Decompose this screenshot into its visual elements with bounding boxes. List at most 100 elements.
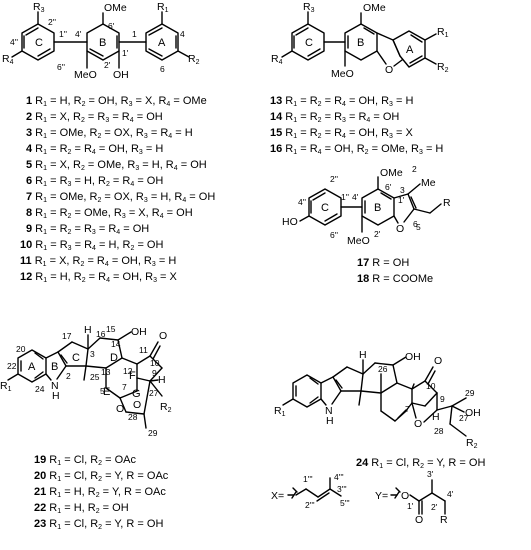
svg-text:3': 3' bbox=[427, 469, 434, 479]
svg-text:26: 26 bbox=[378, 364, 388, 374]
svg-text:E: E bbox=[103, 386, 110, 398]
svg-text:15: 15 bbox=[106, 324, 116, 334]
svg-text:9: 9 bbox=[152, 368, 157, 378]
svg-text:1': 1' bbox=[122, 48, 129, 58]
svg-text:6'': 6'' bbox=[330, 230, 338, 240]
svg-text:2: 2 bbox=[412, 164, 417, 174]
svg-text:14: 14 bbox=[111, 339, 121, 349]
svg-text:MeO: MeO bbox=[347, 235, 370, 247]
ring-label-c: C bbox=[35, 37, 43, 49]
svg-text:11: 11 bbox=[139, 345, 148, 355]
svg-text:OMe: OMe bbox=[363, 2, 386, 14]
svg-text:R1: R1 bbox=[274, 405, 286, 418]
svg-text:7 R1 = OMe, R2 = OX, R3 = H, R: 7 R1 = OMe, R2 = OX, R3 = H, R4 = OH bbox=[26, 191, 215, 204]
svg-text:R3: R3 bbox=[303, 1, 315, 14]
svg-text:2'': 2'' bbox=[48, 17, 56, 27]
svg-text:Me: Me bbox=[421, 177, 436, 189]
svg-text:3: 3 bbox=[90, 349, 95, 359]
svg-text:H: H bbox=[326, 415, 334, 427]
compound-list-1-12: 1 R1 = H, R2 = OH, R3 = X, R4 = OMe 2 R1… bbox=[20, 95, 215, 284]
ring-label-b: B bbox=[99, 37, 106, 49]
svg-text:5: 5 bbox=[416, 222, 421, 232]
svg-text:9 R1 = R2 = R3 = R4 = OH: 9 R1 = R2 = R3 = R4 = OH bbox=[26, 223, 149, 236]
svg-text:2: 2 bbox=[66, 371, 71, 381]
structure-indole-diterpenoid-left: R1 N H H OH O O bbox=[0, 324, 172, 438]
svg-text:F: F bbox=[129, 370, 136, 382]
svg-text:21 R1 = H, R2 = Y, R = OAc: 21 R1 = H, R2 = Y, R = OAc bbox=[34, 486, 166, 499]
svg-text:H: H bbox=[52, 390, 60, 402]
svg-text:R1: R1 bbox=[0, 380, 12, 393]
svg-text:16 R1 = R4 = OH, R2 = OMe, R3: 16 R1 = R4 = OH, R2 = OMe, R3 = H bbox=[270, 143, 443, 156]
svg-text:27: 27 bbox=[459, 413, 469, 423]
svg-text:OH: OH bbox=[465, 407, 481, 419]
svg-text:6: 6 bbox=[160, 64, 165, 74]
svg-text:HO: HO bbox=[282, 216, 298, 228]
svg-text:H: H bbox=[158, 374, 166, 386]
svg-text:2': 2' bbox=[374, 229, 381, 239]
svg-text:20: 20 bbox=[16, 344, 26, 354]
structure-dibenzofuran: O R3 R4 OMe R1 R2 MeO C B A bbox=[271, 1, 449, 80]
svg-text:H: H bbox=[432, 411, 440, 423]
svg-text:R2: R2 bbox=[437, 61, 449, 74]
svg-text:R: R bbox=[440, 514, 448, 526]
structure-terphenyl: R3 R4 OMe R1 R2 MeO OH C B A 2'' 4'' 1''… bbox=[2, 1, 200, 81]
svg-text:OMe: OMe bbox=[380, 167, 403, 179]
structure-indole-diterpenoid-right: R1 N H H OH 26 O bbox=[274, 349, 481, 450]
substituent-y: Y= O O R 3' 4' 1' 2' bbox=[375, 469, 454, 526]
svg-text:H: H bbox=[359, 349, 367, 361]
svg-text:N: N bbox=[325, 405, 333, 417]
svg-text:16: 16 bbox=[96, 329, 106, 339]
svg-text:3''': 3''' bbox=[337, 484, 347, 494]
compound-list-19-23: 19 R1 = Cl, R2 = OAc 20 R1 = Cl, R2 = Y,… bbox=[34, 454, 169, 531]
svg-text:29: 29 bbox=[465, 388, 475, 398]
svg-text:13 R1 = R2 = R4 = OH, R3 = H: 13 R1 = R2 = R4 = OH, R3 = H bbox=[270, 95, 413, 108]
label-r3: R3 bbox=[33, 1, 45, 14]
ring-label-a: A bbox=[158, 37, 166, 49]
label-r2: R2 bbox=[188, 53, 200, 66]
svg-text:2': 2' bbox=[104, 60, 111, 70]
svg-text:24 R1 = Cl, R2 = Y, R = OH: 24 R1 = Cl, R2 = Y, R = OH bbox=[356, 457, 485, 470]
svg-text:1': 1' bbox=[398, 195, 405, 205]
substituent-x: X= 1''' 4''' 3''' 2''' 5''' bbox=[271, 472, 350, 510]
svg-text:O: O bbox=[385, 64, 393, 76]
svg-text:14 R1 = R2 = R3 = R4 = OH: 14 R1 = R2 = R3 = R4 = OH bbox=[270, 111, 399, 124]
svg-text:B: B bbox=[51, 361, 58, 373]
svg-text:5 R1 = X, R2 = OMe, R3 = H, R4: 5 R1 = X, R2 = OMe, R3 = H, R4 = OH bbox=[26, 159, 207, 172]
svg-text:B: B bbox=[374, 202, 381, 214]
svg-text:1 R1 = H, R2 = OH, R3 = X, R4: 1 R1 = H, R2 = OH, R3 = X, R4 = OMe bbox=[26, 95, 207, 108]
svg-text:O: O bbox=[133, 399, 141, 411]
svg-text:D: D bbox=[110, 352, 118, 364]
label-oh: OH bbox=[113, 69, 129, 81]
svg-text:R: R bbox=[443, 197, 451, 209]
svg-text:H: H bbox=[84, 324, 92, 336]
svg-text:2''': 2''' bbox=[305, 500, 315, 510]
svg-text:O: O bbox=[159, 330, 167, 342]
compound-list-17-18: 17 R = OH 18 R = COOMe bbox=[357, 257, 433, 285]
svg-text:1'': 1'' bbox=[59, 29, 67, 39]
svg-text:O: O bbox=[401, 490, 409, 502]
svg-text:4': 4' bbox=[352, 192, 359, 202]
svg-text:3: 3 bbox=[400, 185, 405, 195]
svg-text:1: 1 bbox=[132, 29, 137, 39]
svg-text:A: A bbox=[406, 44, 414, 56]
svg-text:25: 25 bbox=[90, 372, 100, 382]
svg-text:6': 6' bbox=[108, 21, 115, 31]
svg-text:10: 10 bbox=[150, 358, 160, 368]
svg-text:27: 27 bbox=[149, 388, 159, 398]
svg-text:17 R = OH: 17 R = OH bbox=[357, 257, 409, 269]
svg-text:22 R1 = H, R2 = OH: 22 R1 = H, R2 = OH bbox=[34, 502, 129, 515]
svg-text:12 R1 = H, R2 = R4 = OH, R3 =: 12 R1 = H, R2 = R4 = OH, R3 = X bbox=[20, 271, 178, 284]
svg-text:O: O bbox=[396, 223, 404, 235]
label-r4: R4 bbox=[2, 53, 14, 66]
svg-text:1'': 1'' bbox=[341, 192, 349, 202]
compound-list-13-16: 13 R1 = R2 = R4 = OH, R3 = H 14 R1 = R2 … bbox=[270, 95, 443, 156]
svg-text:5: 5 bbox=[100, 386, 105, 396]
svg-text:X=: X= bbox=[271, 490, 284, 502]
svg-text:4': 4' bbox=[447, 489, 454, 499]
svg-text:7: 7 bbox=[405, 404, 410, 414]
svg-text:3 R1 = OMe, R2 = OX, R3 = R4 =: 3 R1 = OMe, R2 = OX, R3 = R4 = H bbox=[26, 127, 193, 140]
svg-text:28: 28 bbox=[128, 412, 138, 422]
svg-text:22: 22 bbox=[7, 361, 17, 371]
svg-text:29: 29 bbox=[148, 428, 158, 438]
svg-text:12: 12 bbox=[123, 366, 133, 376]
